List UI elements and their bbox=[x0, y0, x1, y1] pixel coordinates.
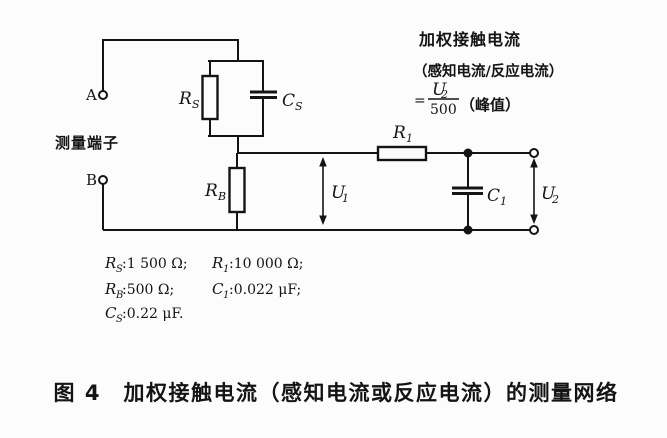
measure-terminals-label: 测量端子 bbox=[55, 134, 119, 152]
formula-title: 加权接触电流 bbox=[418, 30, 521, 49]
svg-text:1: 1 bbox=[223, 264, 229, 275]
formula-numerator-sym: U bbox=[432, 80, 447, 100]
svg-text:S: S bbox=[116, 264, 123, 275]
svg-text:S: S bbox=[116, 314, 123, 325]
svg-text:C: C bbox=[487, 186, 500, 206]
svg-text:2: 2 bbox=[551, 193, 559, 206]
value-rs: R S :1 500 Ω; bbox=[104, 254, 188, 275]
label-rb: R B bbox=[204, 181, 226, 203]
terminal-b-circle bbox=[98, 175, 108, 185]
resistor-r1-body bbox=[376, 145, 428, 162]
junction-dot-bottom bbox=[463, 225, 473, 235]
u2-voltage-arrow bbox=[530, 158, 538, 224]
svg-text::0.22 μF.: :0.22 μF. bbox=[122, 306, 183, 322]
label-r1: R 1 bbox=[392, 123, 413, 145]
formula-peak: （峰值） bbox=[460, 96, 520, 114]
formula-equals: = bbox=[414, 93, 426, 109]
formula-numerator-sub: 2 bbox=[440, 88, 448, 101]
svg-text:C: C bbox=[282, 91, 295, 111]
svg-text:C: C bbox=[212, 280, 224, 298]
terminal-b-label: B bbox=[86, 171, 97, 189]
svg-text:1: 1 bbox=[500, 195, 507, 208]
values-list: R S :1 500 Ω; R 1 :10 000 Ω; R B :500 Ω;… bbox=[104, 254, 303, 325]
svg-text:U: U bbox=[541, 184, 556, 204]
svg-text:1: 1 bbox=[342, 192, 349, 205]
wires bbox=[102, 39, 530, 231]
formula-denominator: 500 bbox=[430, 102, 457, 118]
output-terminal-top bbox=[529, 148, 539, 158]
svg-text:R: R bbox=[104, 280, 116, 298]
svg-text:1: 1 bbox=[406, 132, 413, 145]
junction-dot-top bbox=[463, 148, 473, 158]
wire-input-a bbox=[102, 39, 239, 91]
svg-text:R: R bbox=[211, 254, 223, 272]
capacitor-c1-plates bbox=[452, 186, 483, 195]
svg-text:U: U bbox=[331, 183, 346, 203]
formula-block: 加权接触电流 （感知电流/反应电流） = U 2 500 （峰值） bbox=[413, 30, 563, 118]
svg-text::500 Ω;: :500 Ω; bbox=[122, 282, 174, 298]
label-cs: C S bbox=[282, 91, 303, 113]
capacitor-cs-plates bbox=[250, 90, 277, 99]
label-rs: R S bbox=[178, 89, 200, 111]
svg-text:C: C bbox=[105, 304, 117, 322]
svg-text:R: R bbox=[392, 123, 406, 143]
value-c1: C 1 :0.022 μF; bbox=[212, 280, 301, 301]
label-u2: U 2 bbox=[541, 184, 559, 206]
resistor-rs-body bbox=[201, 74, 219, 121]
figure-caption: 图 4 加权接触电流（感知电流或反应电流）的测量网络 bbox=[54, 381, 619, 405]
value-r1: R 1 :10 000 Ω; bbox=[211, 254, 303, 275]
terminal-a-label: A bbox=[85, 86, 97, 104]
formula-subtitle: （感知电流/反应电流） bbox=[413, 62, 563, 80]
label-u1: U 1 bbox=[331, 183, 349, 205]
output-terminal-bottom bbox=[529, 225, 539, 235]
svg-text:1: 1 bbox=[223, 290, 229, 301]
value-cs: C S :0.22 μF. bbox=[105, 304, 183, 325]
terminal-a-circle bbox=[98, 90, 108, 100]
svg-text:S: S bbox=[192, 98, 200, 111]
svg-text:R: R bbox=[104, 254, 116, 272]
resistor-rb-body bbox=[228, 166, 246, 214]
label-c1: C 1 bbox=[487, 186, 507, 208]
svg-text:S: S bbox=[295, 100, 303, 113]
svg-text:B: B bbox=[217, 190, 226, 203]
wire-bottom-rail bbox=[102, 184, 530, 231]
u1-voltage-arrow bbox=[319, 157, 327, 225]
svg-text::0.022 μF;: :0.022 μF; bbox=[229, 282, 301, 298]
svg-text::1 500 Ω;: :1 500 Ω; bbox=[122, 256, 188, 272]
value-rb: R B :500 Ω; bbox=[104, 280, 174, 301]
svg-text:R: R bbox=[204, 181, 218, 201]
svg-text:B: B bbox=[115, 290, 123, 301]
svg-text:R: R bbox=[178, 89, 192, 109]
svg-text::10 000 Ω;: :10 000 Ω; bbox=[229, 256, 303, 272]
